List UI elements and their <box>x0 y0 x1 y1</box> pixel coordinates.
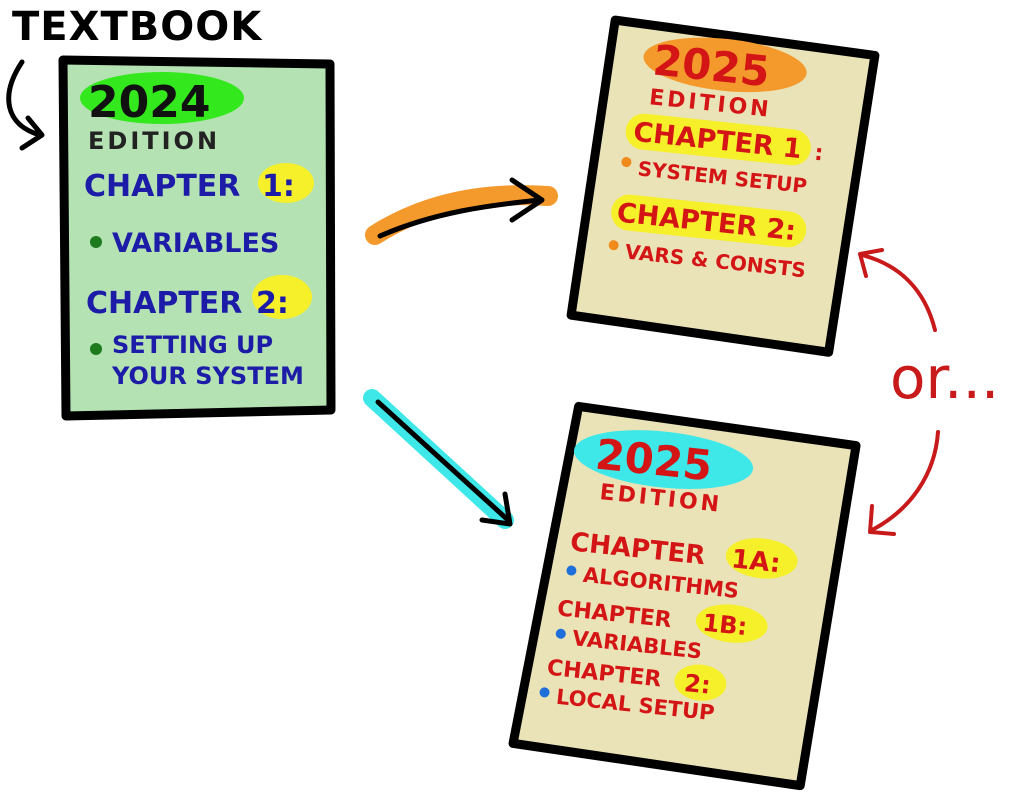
arrow-to-option-2 <box>375 399 511 523</box>
chapter-2-item-line-2: YOUR SYSTEM <box>111 362 304 390</box>
bullet-icon <box>539 687 550 698</box>
book-year: 2024 <box>88 77 210 128</box>
chapter-highlight <box>611 194 807 248</box>
book-2024-edition: 2024 EDITION CHAPTER 1: VARIABLES CHAPTE… <box>58 55 336 421</box>
book-year: 2025 <box>593 430 714 491</box>
orange-arrow-highlight <box>365 185 558 245</box>
chapter-number-highlight <box>695 604 768 643</box>
book-2025-edition-option-1: 2025 EDITION CHAPTER 1 : SYSTEM SETUP CH… <box>566 15 880 357</box>
chapter-1b-number: 1B: <box>701 609 748 642</box>
chapter-2-title: CHAPTER <box>86 286 242 321</box>
bullet-icon <box>90 236 102 248</box>
year-highlight <box>80 72 244 124</box>
chapter-number-highlight <box>674 664 727 701</box>
bullet-icon <box>566 565 577 576</box>
chapter-number-highlight <box>725 538 798 579</box>
book-cover <box>508 401 861 791</box>
book-2025-edition-option-2: 2025 EDITION CHAPTER 1A: ALGORITHMS CHAP… <box>508 401 861 791</box>
arrowhead <box>509 177 545 223</box>
arrow-to-option-1 <box>377 197 543 239</box>
chapter-number-highlight <box>252 275 312 319</box>
bullet-icon <box>90 343 102 355</box>
red-arrow-to-option-2 <box>870 430 940 532</box>
book-year: 2025 <box>651 35 772 96</box>
bullet-icon <box>555 628 566 639</box>
or-label: or... <box>890 344 999 412</box>
textbook-pointer-arrow <box>6 59 43 138</box>
chapter-2-number: 2: <box>256 286 289 321</box>
arrowhead <box>479 491 513 527</box>
chapter-2-number: 2: <box>683 669 712 700</box>
year-highlight <box>643 37 807 93</box>
red-arrow-to-option-1 <box>860 253 937 332</box>
chapter-number-highlight <box>258 163 314 203</box>
chapter-highlight <box>625 113 811 166</box>
book-cover <box>58 55 336 421</box>
arrowhead <box>858 248 884 278</box>
chapter-1-item: VARIABLES <box>112 228 279 259</box>
chapter-1a-number: 1A: <box>730 544 782 579</box>
book-edition: EDITION <box>88 127 220 155</box>
textbook-pointer-arrowhead <box>19 115 45 151</box>
bullet-icon <box>608 240 619 251</box>
chapter-2-item-line-1: SETTING UP <box>112 331 273 359</box>
arrowhead <box>868 504 896 536</box>
bullet-icon <box>621 157 632 168</box>
year-highlight <box>573 430 754 489</box>
chapter-1-number: 1: <box>262 169 295 204</box>
book-cover <box>566 15 880 357</box>
chapter-1-title: CHAPTER <box>84 169 240 204</box>
textbook-label: TEXTBOOK <box>12 4 263 50</box>
chapter-1-colon: : <box>813 141 824 167</box>
